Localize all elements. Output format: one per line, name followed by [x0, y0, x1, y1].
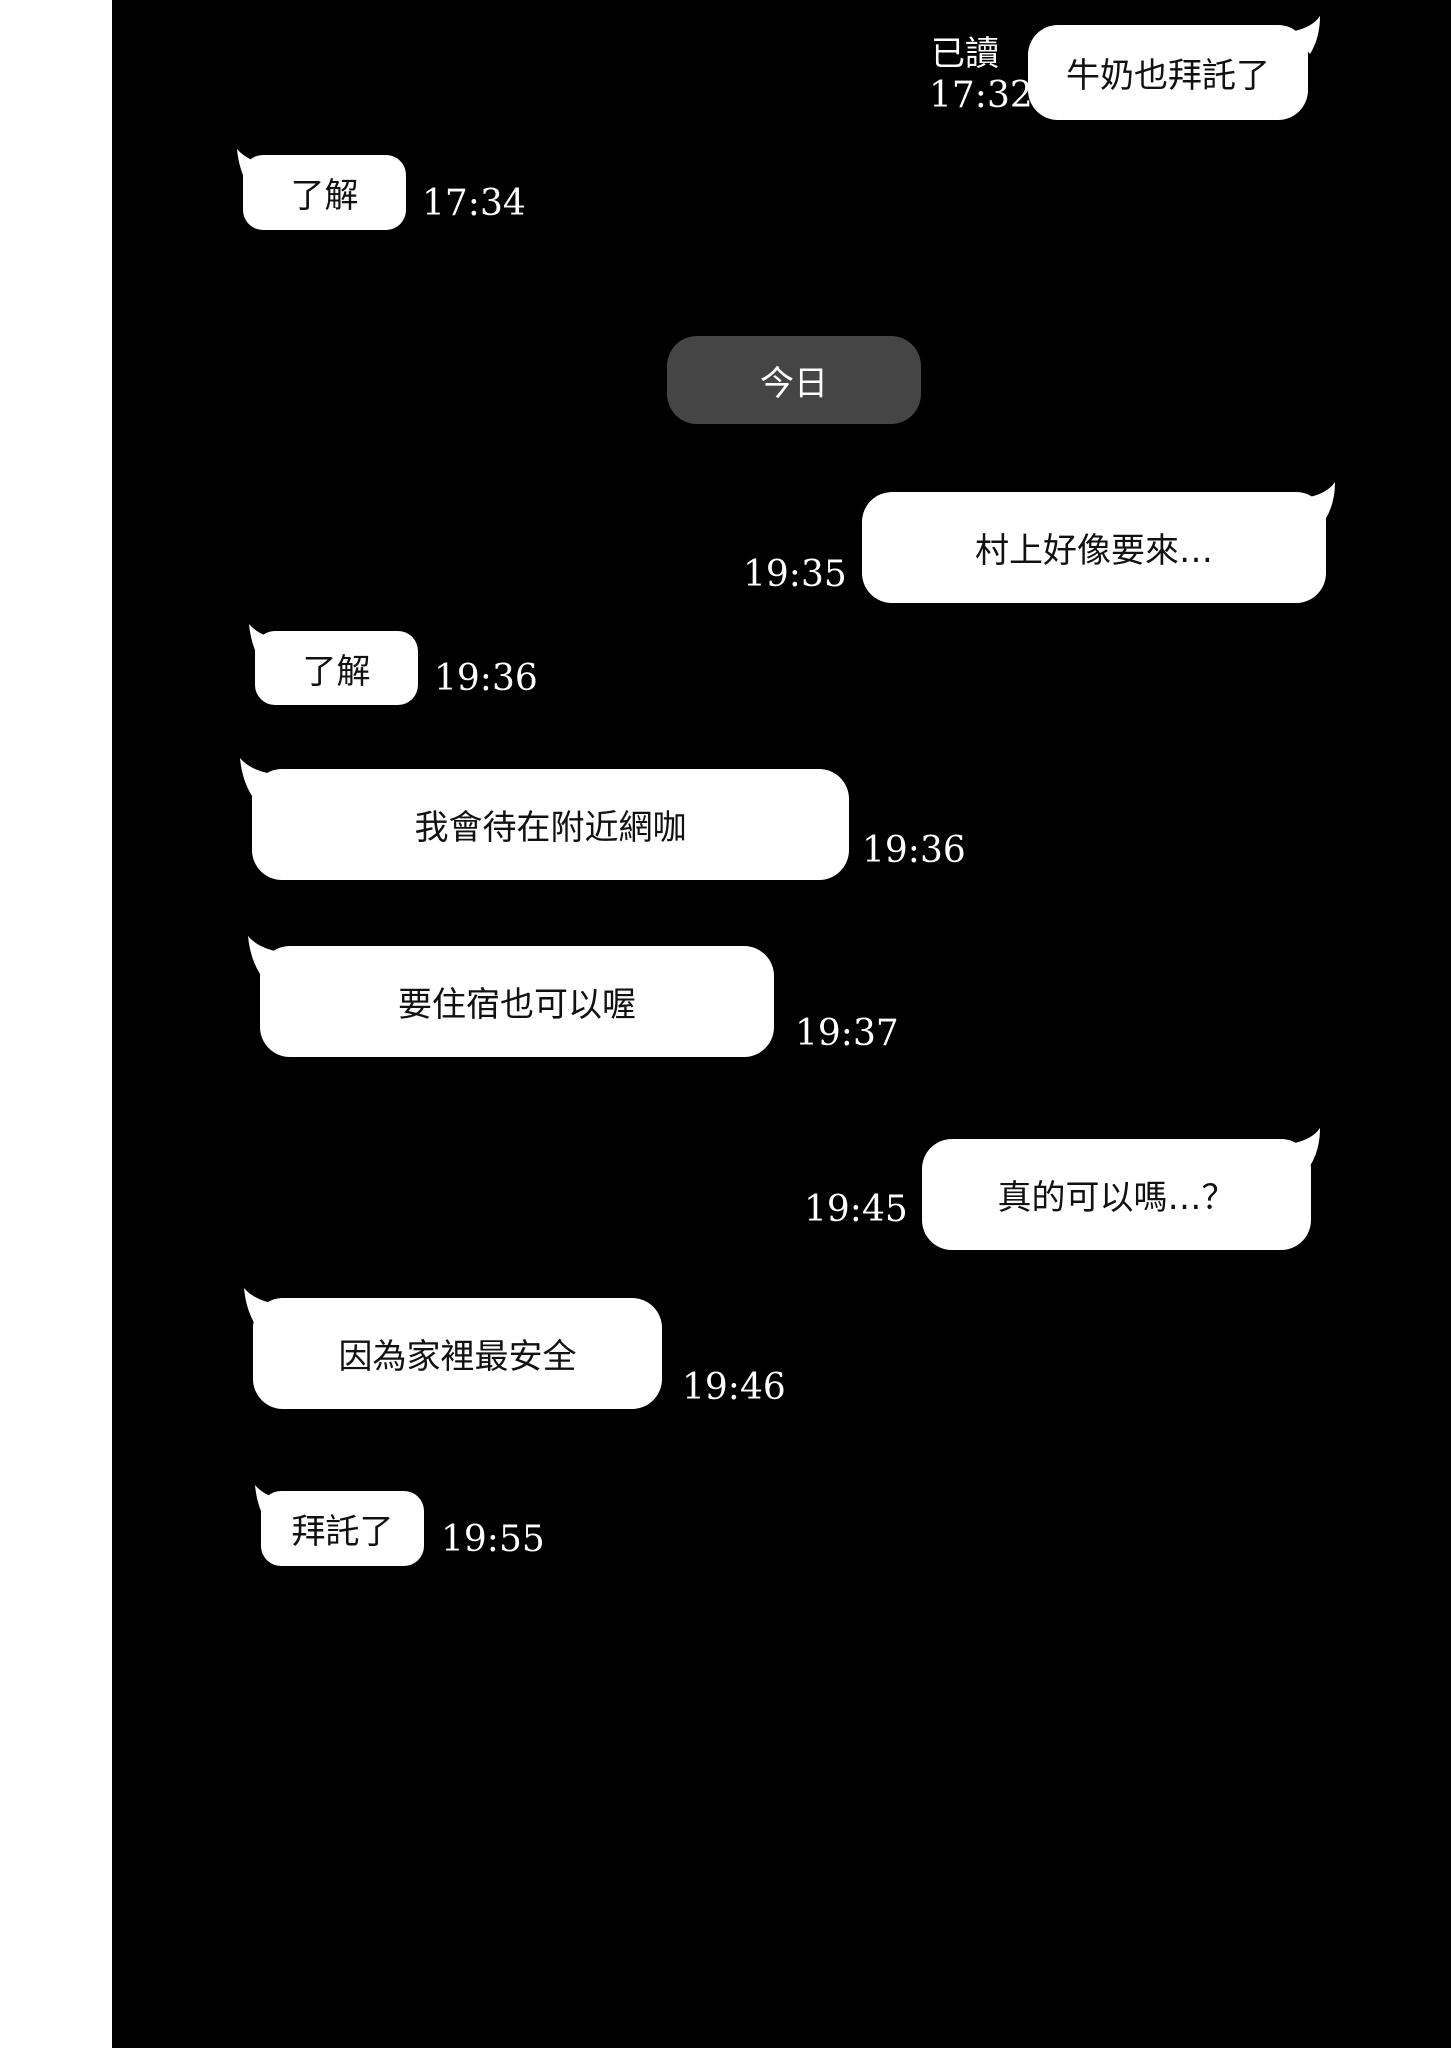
message-text: 我會待在附近網咖	[414, 808, 687, 848]
message-time: 19:55	[441, 1519, 545, 1560]
message-bubble-outgoing[interactable]: 村上好像要來…	[862, 492, 1326, 603]
message-time: 19:36	[862, 830, 966, 871]
date-separator-label: 今日	[760, 363, 828, 404]
message-bubble-outgoing[interactable]: 真的可以嗎…？	[922, 1139, 1311, 1250]
message-bubble-incoming[interactable]: 要住宿也可以喔	[260, 946, 774, 1057]
message-time: 19:37	[795, 1013, 899, 1054]
message-time: 19:35	[743, 554, 847, 595]
side-margin	[0, 0, 112, 2048]
date-separator: 今日	[667, 336, 921, 424]
bubble-tail-icon	[1290, 1128, 1320, 1166]
message-text: 牛奶也拜託了	[1066, 56, 1270, 96]
message-time: 19:45	[804, 1189, 908, 1230]
message-text: 村上好像要來…	[975, 531, 1213, 571]
message-text: 因為家裡最安全	[338, 1337, 577, 1377]
read-receipt: 已讀	[931, 34, 999, 74]
bubble-tail-icon	[248, 936, 280, 974]
message-text: 了解	[302, 651, 371, 692]
message-bubble-incoming[interactable]: 因為家裡最安全	[253, 1298, 662, 1409]
message-bubble-incoming[interactable]: 了解	[255, 631, 418, 705]
message-bubble-outgoing[interactable]: 牛奶也拜託了	[1028, 25, 1308, 120]
message-text: 拜託了	[291, 1512, 394, 1552]
message-bubble-incoming[interactable]: 我會待在附近網咖	[252, 769, 849, 880]
message-text: 真的可以嗎…？	[997, 1178, 1236, 1218]
bubble-tail-icon	[240, 758, 272, 796]
message-time: 17:34	[422, 183, 526, 224]
bubble-tail-icon	[1305, 482, 1335, 520]
bubble-tail-icon	[1290, 16, 1320, 54]
message-bubble-incoming[interactable]: 拜託了	[261, 1491, 424, 1566]
message-text: 了解	[290, 176, 359, 216]
message-time: 19:36	[434, 658, 538, 699]
message-text: 要住宿也可以喔	[398, 985, 636, 1025]
message-time: 19:46	[682, 1367, 786, 1408]
message-bubble-incoming[interactable]: 了解	[243, 155, 406, 230]
message-time: 17:32	[929, 75, 1033, 116]
